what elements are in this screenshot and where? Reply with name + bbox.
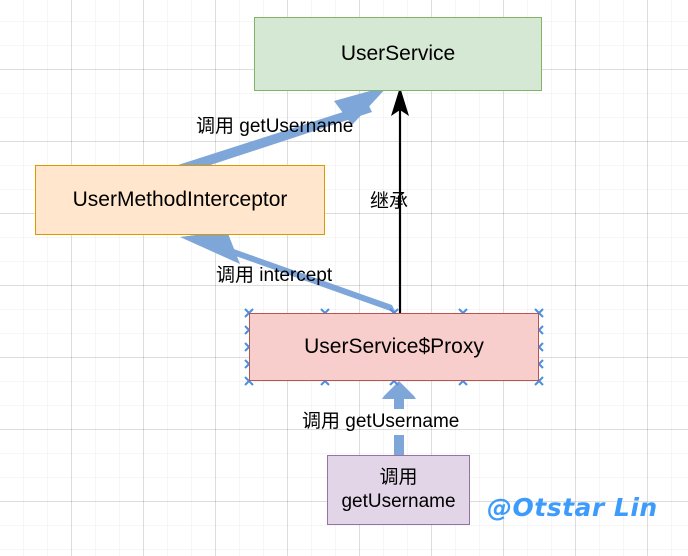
edge-proxy-to-userservice-arrow (391, 87, 409, 313)
edge-label-inherit: 继承 (370, 191, 409, 212)
node-caller-label-line1: 调用 (379, 467, 418, 489)
edge-label-call-intercept: 调用 intercept (216, 265, 333, 286)
node-caller[interactable]: 调用 getUsername (327, 455, 470, 525)
watermark: @Otstar Lin (487, 493, 658, 522)
node-userservice-label: UserService (340, 41, 456, 65)
edge-label-call-getusername-top: 调用 getUsername (196, 116, 354, 137)
node-usermethodinterceptor[interactable]: UserMethodInterceptor (35, 165, 325, 235)
edge-caller-to-proxy-arrow (382, 381, 416, 455)
node-userservice-proxy[interactable]: UserService$Proxy (249, 313, 539, 381)
edge-label-call-getusername-bottom: 调用 getUsername (302, 411, 460, 432)
node-userservice-proxy-label: UserService$Proxy (304, 334, 484, 358)
edge-proxy-to-interceptor-arrow (180, 231, 396, 313)
node-caller-label-line2: getUsername (341, 491, 456, 512)
edge-interceptor-to-userservice-arrow (178, 86, 388, 173)
node-usermethodinterceptor-label: UserMethodInterceptor (72, 187, 288, 211)
node-userservice[interactable]: UserService (254, 17, 542, 91)
